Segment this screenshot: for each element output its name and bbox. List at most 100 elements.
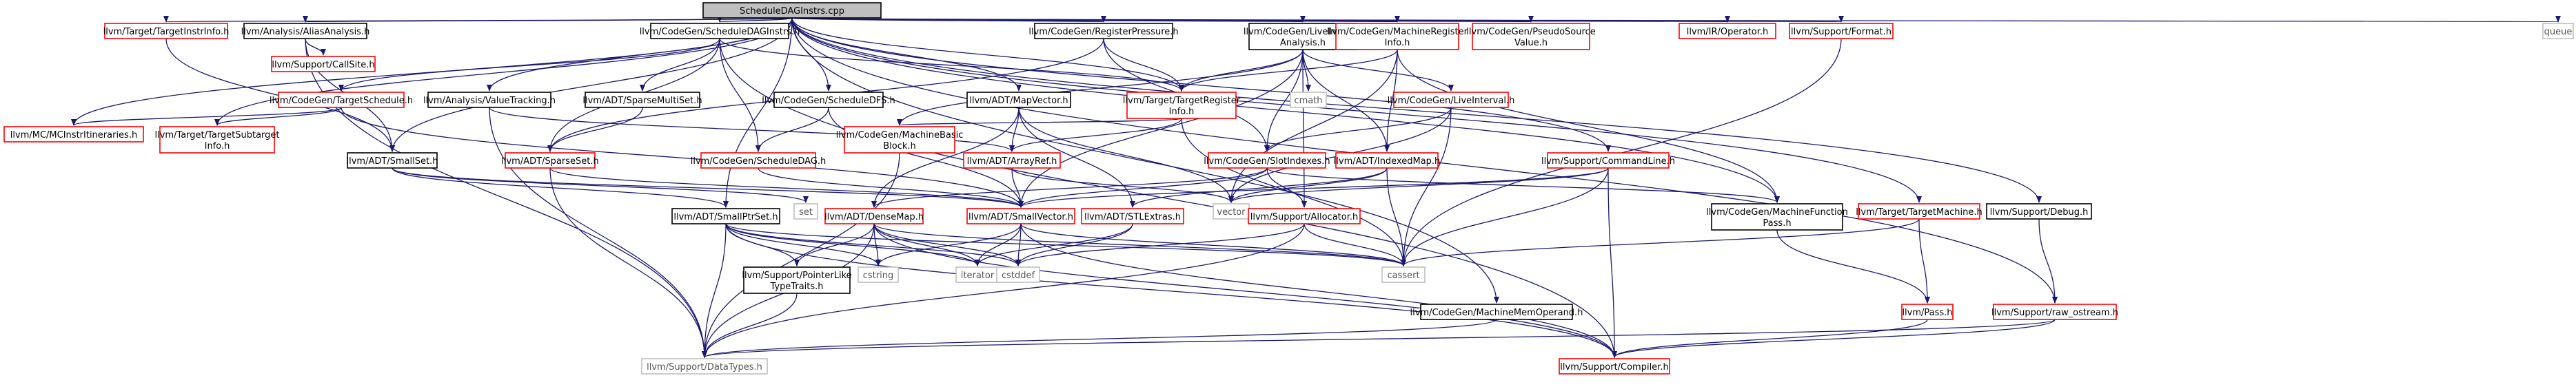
edge-value_tracking-to-array_ref: [489, 107, 1015, 152]
edge-machine_basic_block-to-data_types: [702, 152, 900, 358]
node-label: cstddef: [1002, 271, 1035, 281]
edge-small_ptr_set-to-cstddef: [725, 223, 1021, 266]
edge-sched_dag_instrs_h-to-schedule_dag: [719, 38, 761, 152]
node-sparse-set[interactable]: llvm/ADT/SparseSet.h: [501, 152, 599, 169]
node-stl-extras[interactable]: llvm/ADT/STLExtras.h: [1081, 208, 1184, 224]
edge-machine_register_info-to-vector: [1228, 49, 1398, 203]
node-indexed-map[interactable]: llvm/ADT/IndexedMap.h: [1334, 152, 1441, 169]
node-value-tracking[interactable]: llvm/Analysis/ValueTracking.h: [423, 92, 556, 108]
node-compiler[interactable]: llvm/Support/Compiler.h: [1559, 358, 1670, 375]
node-label: llvm/CodeGen/TargetSchedule.h: [270, 96, 413, 106]
node-small-vector[interactable]: llvm/ADT/SmallVector.h: [966, 208, 1075, 224]
node-vector[interactable]: vector: [1213, 203, 1250, 220]
node-target-machine[interactable]: llvm/Target/TargetMachine.h: [1856, 203, 1982, 220]
node-map-vector[interactable]: llvm/ADT/MapVector.h: [966, 92, 1071, 108]
node-target-instrinfo[interactable]: llvm/Target/TargetInstrInfo.h: [103, 23, 230, 39]
node-ir-operator[interactable]: llvm/IR/Operator.h: [1679, 23, 1776, 39]
node-box: [1393, 92, 1509, 108]
node-cassert[interactable]: cassert: [1381, 266, 1426, 283]
edge-dense_map-to-iterator: [873, 223, 980, 266]
node-sparse-multiset[interactable]: llvm/ADT/SparseMultiSet.h: [582, 92, 702, 108]
edge-sched_dag_instrs_h-to-target_register_info: [719, 38, 1184, 92]
node-support-format[interactable]: llvm/Support/Format.h: [1789, 23, 1894, 39]
edge-indexed_map-to-cassert: [1386, 167, 1406, 266]
node-label: llvm/ADT/IndexedMap.h: [1334, 156, 1441, 167]
node-machine-mem-operand[interactable]: llvm/CodeGen/MachineMemOperand.h: [1410, 304, 1583, 320]
node-label: llvm/CodeGen/MachineFunction: [1706, 207, 1848, 218]
node-box: [1290, 92, 1327, 108]
edge-stl_extras-to-cstddef: [1015, 223, 1133, 266]
edge-live_interval_analysis-to-slot_indexes: [1264, 49, 1304, 152]
node-label: cstring: [863, 271, 893, 281]
edge-target_schedule-to-small_vector: [341, 107, 1024, 208]
edge-machine_mem_operand-to-data_types: [702, 319, 1497, 358]
node-box: [347, 152, 438, 169]
edge-small_ptr_set-to-compiler: [725, 223, 1617, 358]
node-mc-instr-itineraries[interactable]: llvm/MC/MCInstrItineraries.h: [3, 126, 144, 143]
node-cstddef[interactable]: cstddef: [996, 266, 1040, 283]
edge-live_interval-to-cassert: [1401, 107, 1452, 266]
edge-root-to-target_register_info: [791, 17, 1184, 92]
edge-stl_extras-to-iterator: [975, 223, 1133, 266]
edge-raw_ostream-to-compiler: [1612, 319, 2056, 358]
edge-map_vector-to-vector: [1018, 107, 1234, 203]
node-schedule-dfs[interactable]: llvm/CodeGen/ScheduleDFS.h: [762, 92, 895, 108]
node-cstring[interactable]: cstring: [858, 266, 899, 283]
node-box: [1986, 203, 2092, 220]
edge-command_line-to-cassert: [1401, 167, 1609, 266]
node-cmath[interactable]: cmath: [1290, 92, 1327, 108]
node-box: [966, 208, 1075, 224]
edge-target_schedule-to-mc_instr_itineraries: [71, 107, 342, 126]
node-small-ptr-set[interactable]: llvm/ADT/SmallPtrSet.h: [671, 208, 780, 224]
edge-machine_register_info-to-machine_function_pass: [1397, 49, 1780, 203]
node-label: llvm/ADT/SmallSet.h: [346, 156, 438, 167]
node-queue[interactable]: queue: [2542, 23, 2574, 39]
node-box: [641, 358, 768, 375]
edge-machine_register_info-to-target_register_info: [1179, 49, 1398, 92]
node-box: [1126, 92, 1237, 119]
node-label: vector: [1217, 207, 1246, 218]
edge-pass-to-compiler: [1612, 319, 1928, 358]
node-dense-map[interactable]: llvm/ADT/DenseMap.h: [824, 208, 924, 224]
node-label: llvm/ADT/DenseMap.h: [824, 212, 924, 222]
edge-support_debug-to-raw_ostream: [2038, 218, 2058, 304]
edge-small_set-to-small_ptr_set: [392, 167, 729, 208]
node-slot-indexes[interactable]: llvm/CodeGen/SlotIndexes.h: [1204, 152, 1330, 169]
node-array-ref[interactable]: llvm/ADT/ArrayRef.h: [963, 152, 1061, 169]
node-command-line[interactable]: llvm/Support/CommandLine.h: [1541, 152, 1675, 169]
node-root[interactable]: ScheduleDAGInstrs.cpp: [702, 2, 882, 19]
node-label: Info.h: [1385, 38, 1410, 48]
node-set[interactable]: set: [793, 203, 818, 220]
node-small-set[interactable]: llvm/ADT/SmallSet.h: [346, 152, 438, 169]
node-register-pressure[interactable]: llvm/CodeGen/RegisterPressure.h: [1028, 23, 1179, 39]
edge-target_machine-to-pass: [1918, 218, 1930, 304]
node-box: [650, 23, 789, 39]
node-callsite[interactable]: llvm/Support/CallSite.h: [271, 56, 376, 72]
node-pass[interactable]: llvm/Pass.h: [1901, 304, 1954, 320]
edge-small_ptr_set-to-iterator: [725, 223, 980, 266]
node-raw-ostream[interactable]: llvm/Support/raw_ostream.h: [1991, 304, 2118, 320]
node-data-types[interactable]: llvm/Support/DataTypes.h: [641, 358, 768, 375]
node-sched-dag-instrs-h[interactable]: llvm/CodeGen/ScheduleDAGInstrs.h: [640, 23, 800, 39]
node-support-allocator[interactable]: llvm/Support/Allocator.h: [1248, 208, 1361, 224]
node-label: llvm/ADT/STLExtras.h: [1084, 212, 1181, 222]
node-label: llvm/Support/CommandLine.h: [1541, 156, 1675, 167]
edge-dense_map-to-cstddef: [873, 223, 1021, 266]
node-target-schedule[interactable]: llvm/CodeGen/TargetSchedule.h: [270, 92, 413, 108]
edge-alias_analysis-to-callsite: [305, 38, 326, 56]
node-schedule-dag[interactable]: llvm/CodeGen/ScheduleDAG.h: [691, 152, 826, 169]
node-box: [243, 23, 367, 39]
node-support-debug[interactable]: llvm/Support/Debug.h: [1986, 203, 2092, 220]
node-iterator[interactable]: iterator: [955, 266, 1000, 283]
node-alias-analysis[interactable]: llvm/Analysis/AliasAnalysis.h: [241, 23, 370, 39]
edge-target_register_info-to-array_ref: [1009, 118, 1182, 152]
node-live-interval[interactable]: llvm/CodeGen/LiveInterval.h: [1388, 92, 1515, 108]
